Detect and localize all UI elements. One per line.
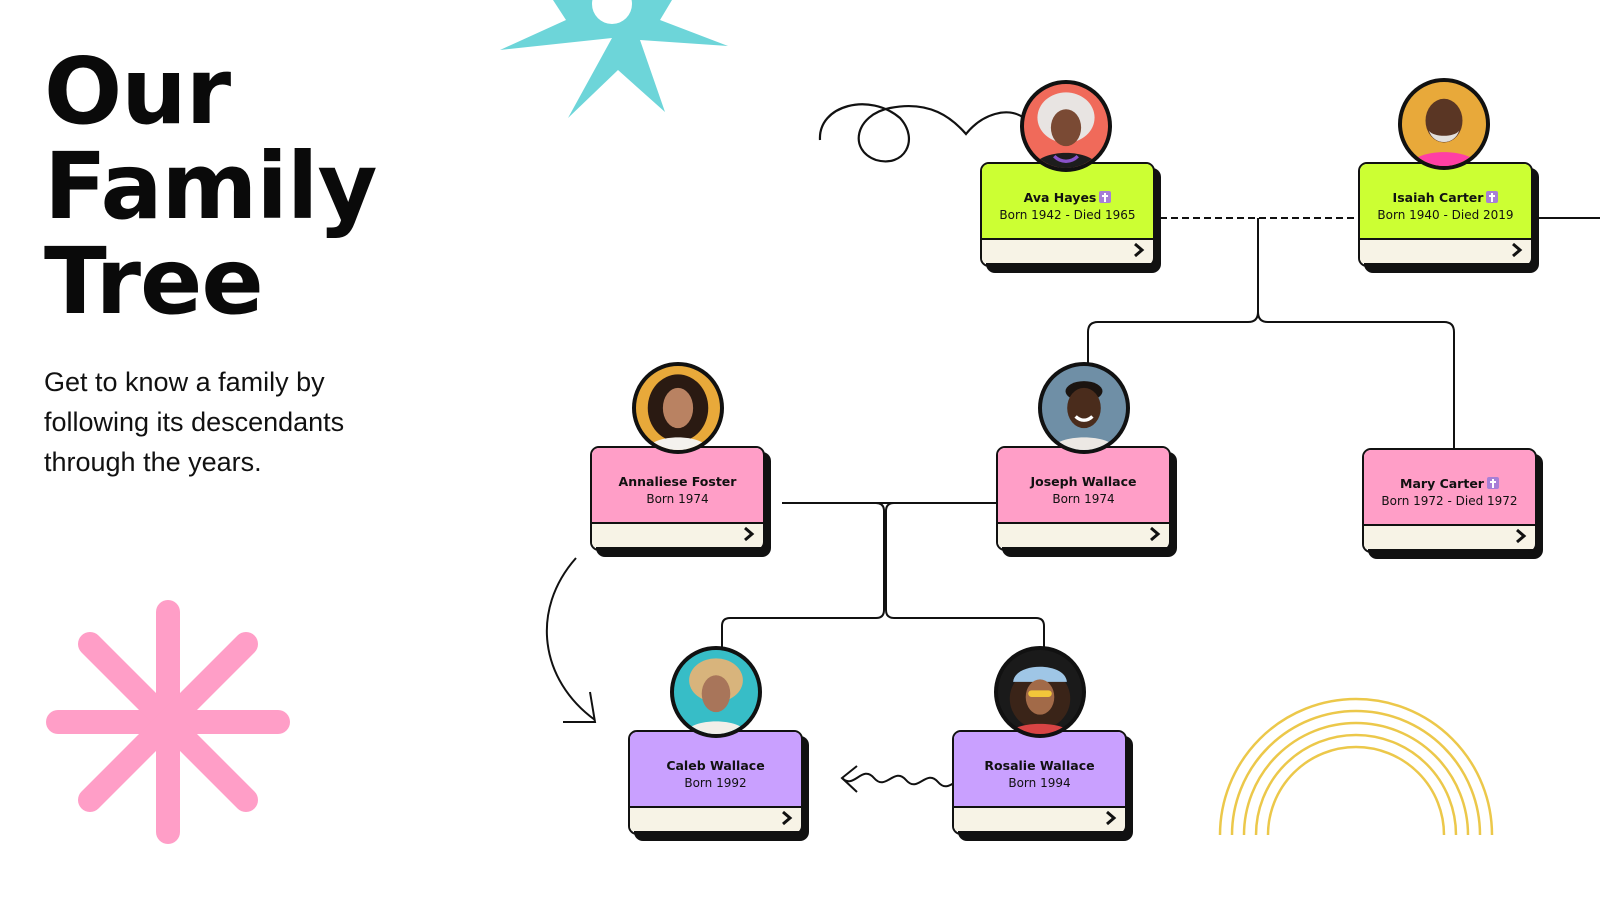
chevron-right-icon[interactable] xyxy=(779,810,795,826)
avatar-annaliese-foster xyxy=(632,362,724,454)
member-name: Annaliese Foster xyxy=(618,474,737,489)
wavy-arrow-head xyxy=(840,765,858,793)
card-info: Rosalie Wallace Born 1994 xyxy=(954,732,1125,808)
member-name: Caleb Wallace xyxy=(666,758,765,773)
curved-arrow-head xyxy=(563,691,597,723)
card-footer xyxy=(982,240,1153,263)
portrait-illustration xyxy=(646,374,710,450)
gen2-descent xyxy=(721,502,885,650)
member-name: Ava Hayes xyxy=(1024,189,1112,207)
member-dates: Born 1974 xyxy=(1052,492,1115,506)
card-footer xyxy=(592,524,763,547)
card-body: Annaliese Foster Born 1974 xyxy=(590,446,765,551)
portrait-illustration xyxy=(1408,98,1480,166)
card-body: Mary Carter Born 1972 - Died 1972 xyxy=(1362,448,1537,553)
wavy-arrow-decoration xyxy=(841,772,971,788)
portrait-illustration xyxy=(684,658,748,734)
member-dates: Born 1994 xyxy=(1008,776,1071,790)
chevron-right-icon[interactable] xyxy=(1131,242,1147,258)
title-line-1: Our xyxy=(44,38,231,145)
member-card-ava-hayes[interactable]: Ava Hayes Born 1942 - Died 1965 xyxy=(980,162,1161,273)
card-footer xyxy=(998,524,1169,547)
title-line-3: Tree xyxy=(44,228,264,335)
avatar-isaiah-carter xyxy=(1398,78,1490,170)
card-info: Joseph Wallace Born 1974 xyxy=(998,448,1169,524)
member-card-isaiah-carter[interactable]: Isaiah Carter Born 1940 - Died 2019 xyxy=(1358,162,1539,273)
gen2-descent-right xyxy=(885,609,1045,652)
portrait-illustration xyxy=(1008,666,1072,734)
card-info: Isaiah Carter Born 1940 - Died 2019 xyxy=(1360,164,1531,240)
card-body: Isaiah Carter Born 1940 - Died 2019 xyxy=(1358,162,1533,267)
card-footer xyxy=(1364,526,1535,549)
card-body: Joseph Wallace Born 1974 xyxy=(996,446,1171,551)
card-info: Annaliese Foster Born 1974 xyxy=(592,448,763,524)
member-card-rosalie-wallace[interactable]: Rosalie Wallace Born 1994 xyxy=(952,730,1133,841)
member-name: Mary Carter xyxy=(1400,475,1499,493)
member-name: Rosalie Wallace xyxy=(984,758,1095,773)
gen1-descent xyxy=(1087,218,1259,370)
pink-asterisk-decoration xyxy=(46,600,290,844)
subtitle-line-1: Get to know a family by xyxy=(44,367,325,397)
avatar-joseph-wallace xyxy=(1038,362,1130,454)
card-footer xyxy=(630,808,801,831)
chevron-right-icon[interactable] xyxy=(1513,528,1529,544)
member-dates: Born 1942 - Died 1965 xyxy=(999,208,1136,222)
chevron-right-icon[interactable] xyxy=(1147,526,1163,542)
avatar-rosalie-wallace xyxy=(994,646,1086,738)
card-info: Ava Hayes Born 1942 - Died 1965 xyxy=(982,164,1153,240)
page-subtitle: Get to know a family by following its de… xyxy=(44,362,404,482)
chevron-right-icon[interactable] xyxy=(1103,810,1119,826)
cross-icon xyxy=(1486,477,1499,489)
member-name: Joseph Wallace xyxy=(1030,474,1137,489)
member-dates: Born 1972 - Died 1972 xyxy=(1381,494,1518,508)
card-footer xyxy=(954,808,1125,831)
card-info: Caleb Wallace Born 1992 xyxy=(630,732,801,808)
avatar-caleb-wallace xyxy=(670,646,762,738)
member-card-annaliese-foster[interactable]: Annaliese Foster Born 1974 xyxy=(590,446,771,557)
member-dates: Born 1940 - Died 2019 xyxy=(1377,208,1514,222)
chevron-right-icon[interactable] xyxy=(741,526,757,542)
member-card-mary-carter[interactable]: Mary Carter Born 1972 - Died 1972 xyxy=(1362,448,1543,559)
card-footer xyxy=(1360,240,1531,263)
card-body: Rosalie Wallace Born 1994 xyxy=(952,730,1127,835)
subtitle-line-2: following its descendants xyxy=(44,407,345,437)
rainbow-decoration xyxy=(1218,697,1494,836)
curved-arrow-decoration xyxy=(545,557,596,721)
loop-squiggle-decoration xyxy=(818,103,1025,163)
card-body: Caleb Wallace Born 1992 xyxy=(628,730,803,835)
tree-connectors xyxy=(721,217,1600,652)
cross-icon xyxy=(1486,191,1499,203)
title-line-2: Family xyxy=(44,133,377,240)
member-card-caleb-wallace[interactable]: Caleb Wallace Born 1992 xyxy=(628,730,809,841)
gen2-descent-inner xyxy=(885,502,895,610)
card-info: Mary Carter Born 1972 - Died 1972 xyxy=(1364,450,1535,526)
gen1-descent-right xyxy=(1257,311,1455,448)
member-name: Isaiah Carter xyxy=(1393,189,1499,207)
cross-icon xyxy=(1099,191,1112,203)
card-body: Ava Hayes Born 1942 - Died 1965 xyxy=(980,162,1155,267)
chevron-right-icon[interactable] xyxy=(1509,242,1525,258)
portrait-illustration xyxy=(1032,92,1100,168)
member-card-joseph-wallace[interactable]: Joseph Wallace Born 1974 xyxy=(996,446,1177,557)
member-dates: Born 1974 xyxy=(646,492,709,506)
subtitle-line-3: through the years. xyxy=(44,447,262,477)
page-title: Our Family Tree xyxy=(44,38,377,335)
portrait-illustration xyxy=(1050,381,1118,450)
avatar-ava-hayes xyxy=(1020,80,1112,172)
teal-flower-decoration xyxy=(500,0,728,118)
member-dates: Born 1992 xyxy=(684,776,747,790)
